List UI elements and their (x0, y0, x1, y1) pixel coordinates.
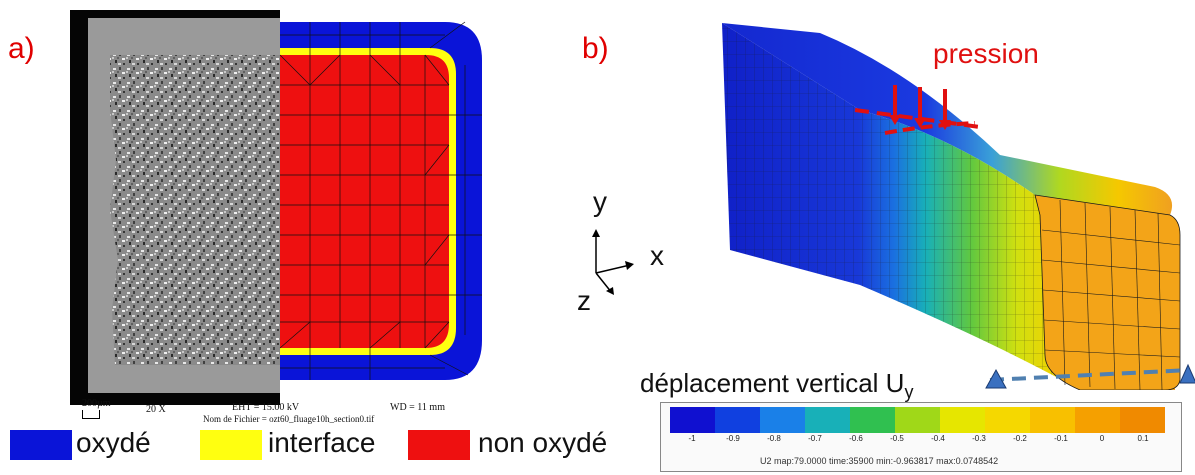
colorbar-tick-label: -0.1 (1054, 434, 1068, 443)
colorbar-tick-label: -0.5 (890, 434, 904, 443)
legend-label-oxide: oxydé (76, 427, 151, 458)
colorbar-segment (985, 407, 1030, 433)
colorbar-tick-label: -0.7 (808, 434, 822, 443)
colorbar-segment (1075, 407, 1120, 433)
colorbar-tick-label: -0.2 (1013, 434, 1027, 443)
colorbar-strip (670, 407, 1165, 433)
colorbar-tick-label: -0.4 (931, 434, 945, 443)
colorbar-title: déplacement vertical Uy (640, 368, 913, 403)
axis-z-label: z (577, 285, 591, 316)
axis-x-label: x (650, 240, 664, 271)
colorbar-footer: U2 map:79.0000 time:35900 min:-0.963817 … (760, 456, 999, 466)
colorbar-title-subscript: y (904, 382, 914, 403)
support-triangle-left (985, 368, 1007, 389)
colorbar-tick-label: -0.8 (767, 434, 781, 443)
panel-a-label: a) (8, 32, 35, 65)
panel-a-image (70, 10, 490, 405)
load-label: pression (933, 38, 1039, 69)
sem-scale-bar-line (82, 410, 100, 419)
fe-mesh-cross-section (279, 10, 490, 405)
axis-y-label: y (593, 186, 607, 217)
beam-end-face (1034, 194, 1181, 390)
colorbar-tick-label: -0.9 (726, 434, 740, 443)
mesh-core (280, 55, 449, 348)
sem-wd: WD = 11 mm (390, 402, 445, 413)
colorbar-tick-label: 0.1 (1137, 434, 1149, 443)
colorbar-tick-label: -0.3 (972, 434, 986, 443)
colorbar-title-main: déplacement vertical U (640, 368, 905, 398)
support-line (989, 368, 1191, 382)
sem-eht: EHT = 15.00 kV (232, 402, 300, 413)
colorbar-tick-label: -0.6 (849, 434, 863, 443)
sem-filename: Nom de Fichier = ozt60_fluage10h_section… (203, 414, 375, 424)
legend-swatch-oxide (10, 430, 72, 460)
sem-core (110, 55, 280, 365)
legend-swatch-non-oxide (408, 430, 470, 460)
fe-beam-model (722, 23, 1195, 390)
sem-magnification: 20 X (146, 404, 166, 415)
support-triangle-right (1179, 363, 1195, 384)
colorbar-segment (1030, 407, 1075, 433)
colorbar-segment (895, 407, 940, 433)
legend-swatch-interface (200, 430, 262, 460)
colorbar-segment (670, 407, 715, 433)
colorbar-ticks: -1 -0.9 -0.8 -0.7 -0.6 -0.5 -0.4 -0.3 -0.2 -0.1 0 0… (670, 434, 1165, 446)
colorbar-segment (940, 407, 985, 433)
sem-scale-bar: 200µm (82, 398, 111, 409)
colorbar-segment (1120, 407, 1165, 433)
colorbar-segment (715, 407, 760, 433)
legend-label-interface: interface (268, 427, 376, 458)
pressure-load-arrows (854, 85, 981, 135)
colorbar-segment (850, 407, 895, 433)
pressure-arrow-heads (889, 115, 951, 130)
beam-end-mesh (1041, 199, 1181, 390)
axis-triad (592, 229, 634, 295)
panel-b-label: b) (582, 32, 609, 65)
colorbar-tick-label: 0 (1099, 434, 1105, 443)
beam-top-face (722, 23, 1173, 215)
colorbar-segment (805, 407, 850, 433)
colorbar-tick-label: -1 (688, 434, 696, 443)
legend-label-non-oxide: non oxydé (478, 427, 608, 458)
colorbar-segment (760, 407, 805, 433)
